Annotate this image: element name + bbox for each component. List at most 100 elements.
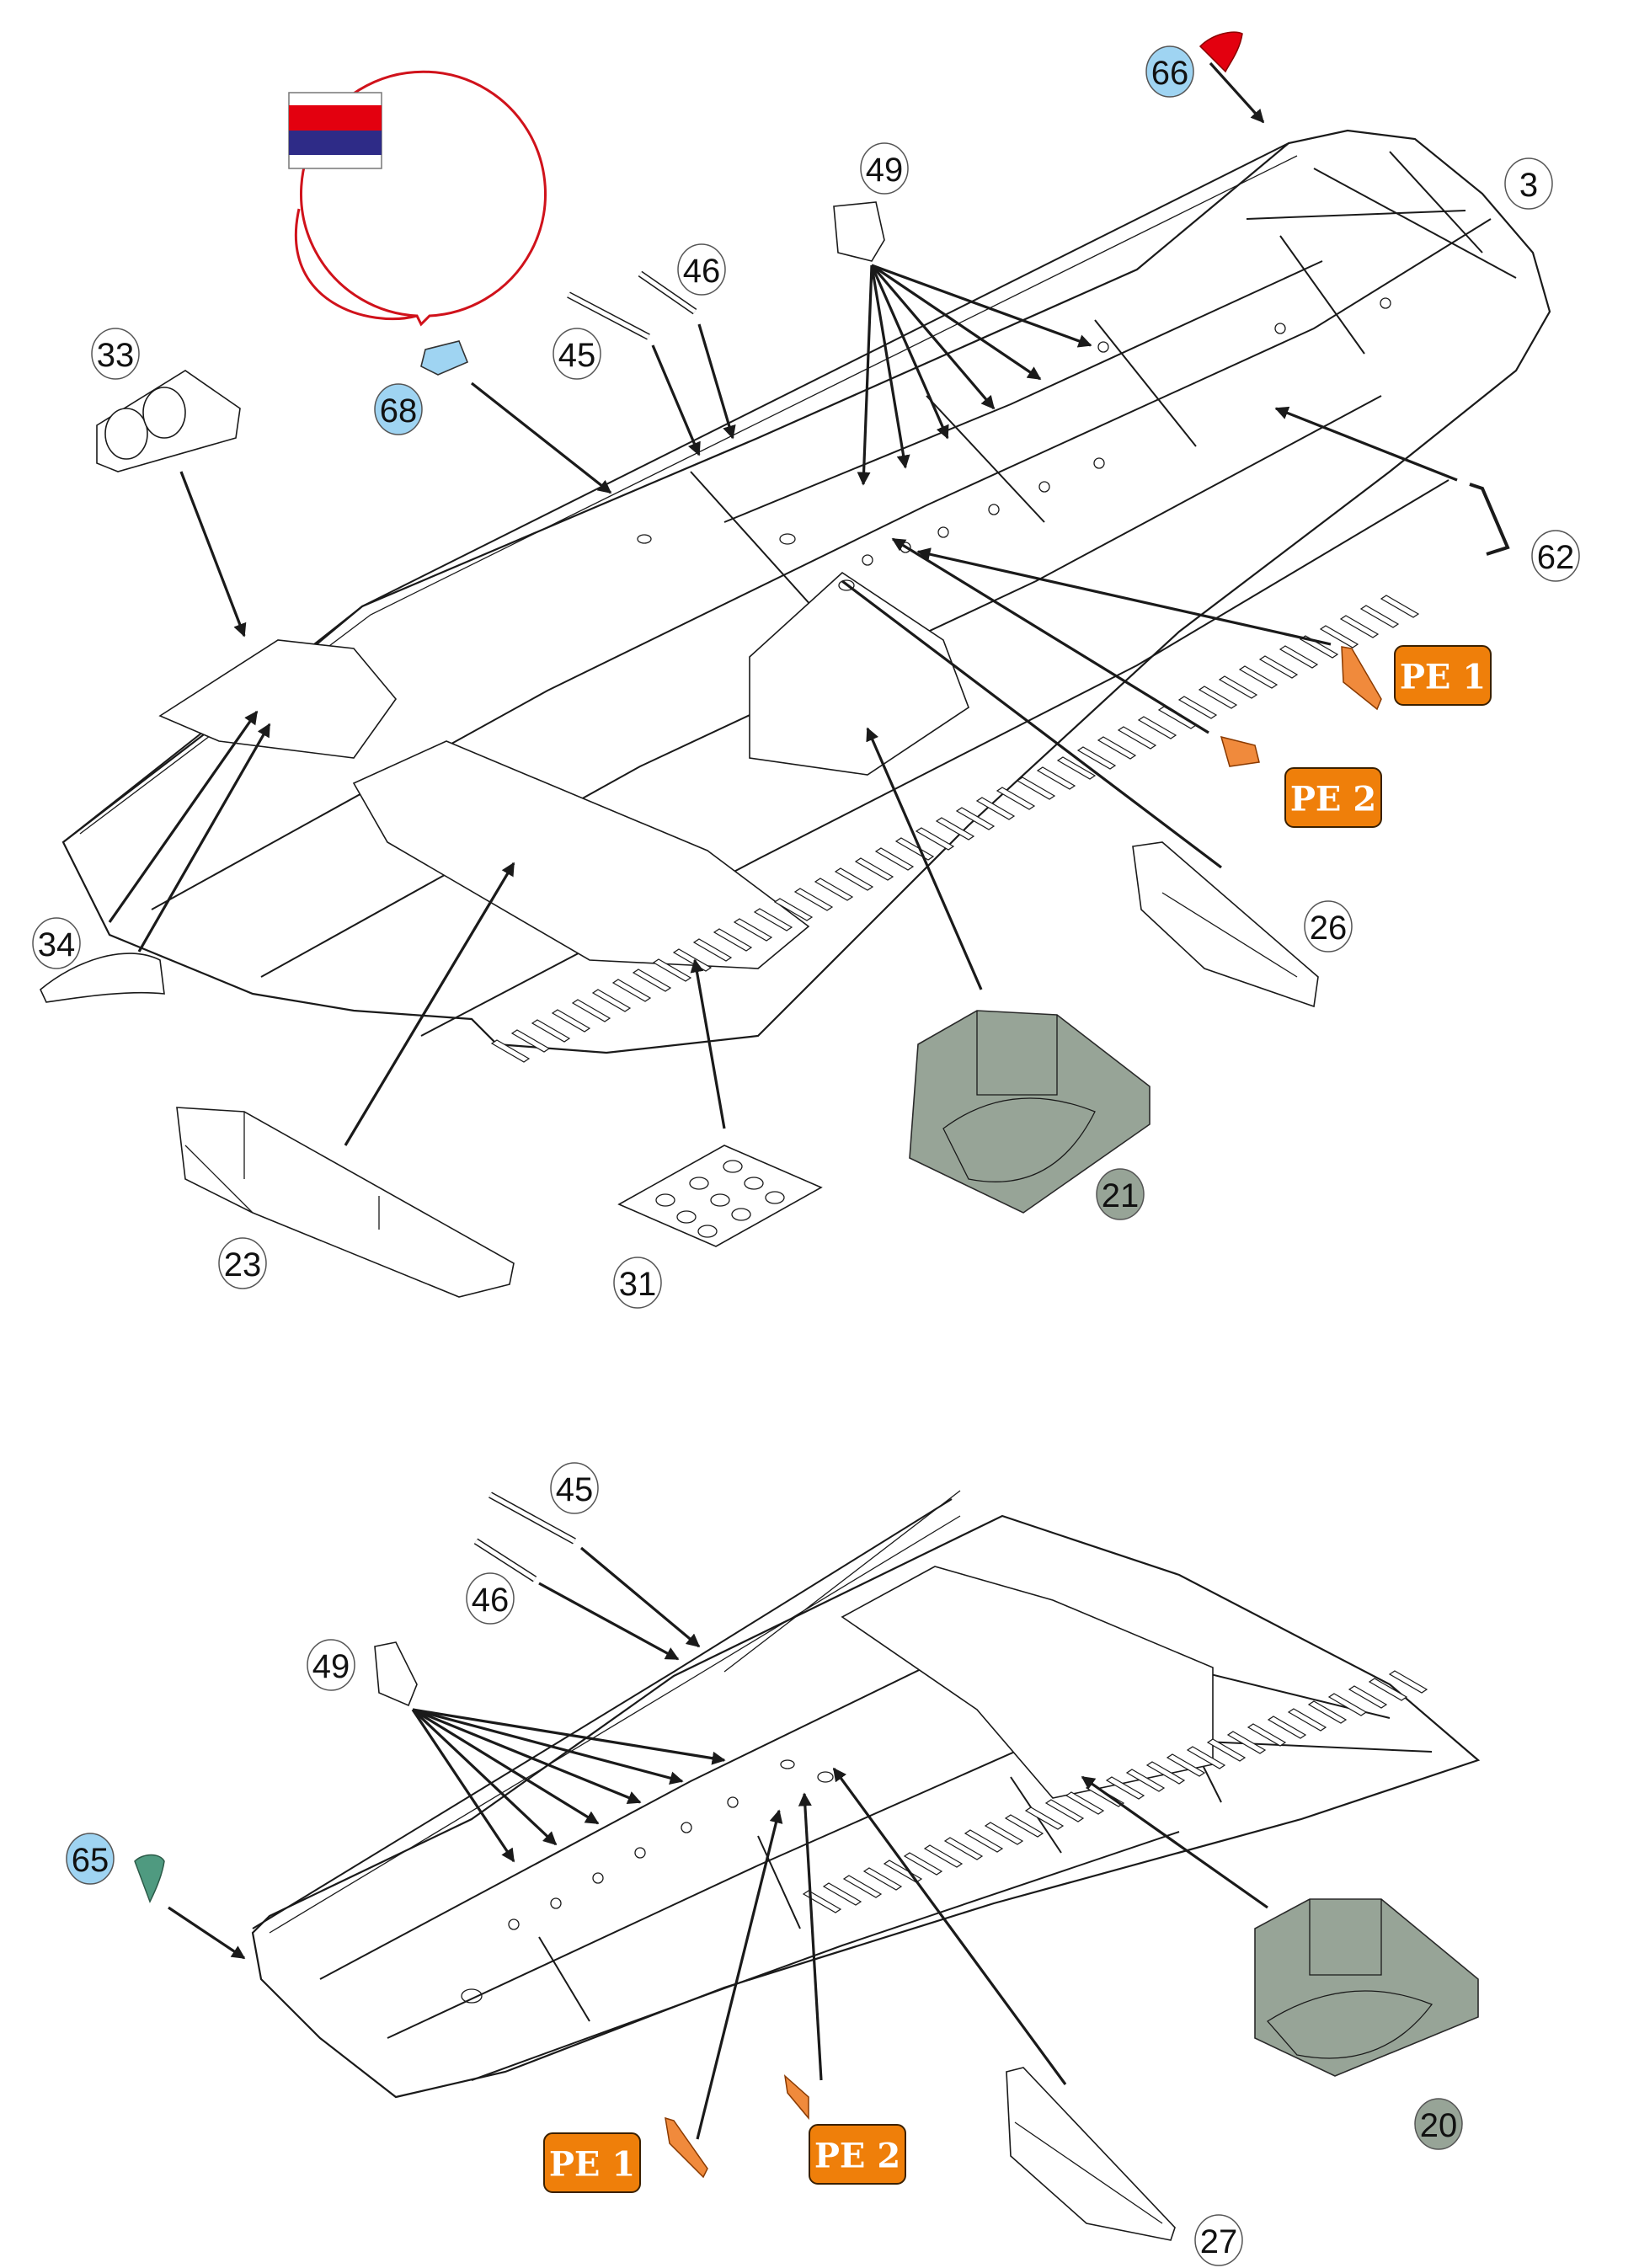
callout-number: 23 — [224, 1246, 262, 1283]
vent-slat — [1327, 1693, 1368, 1716]
pe-badge-pe1: PE 1 — [1394, 645, 1492, 706]
part-68-clear-lens — [420, 340, 469, 376]
vent-slat — [551, 1009, 591, 1033]
vent-slat — [1036, 766, 1076, 790]
callout-34: 34 — [32, 917, 81, 969]
vent-slat — [822, 1882, 862, 1906]
callout-circle — [550, 1462, 599, 1514]
callout-circle — [32, 917, 81, 969]
vent-slat — [975, 797, 1016, 820]
vent-slat — [1186, 1746, 1226, 1769]
vent-slat — [793, 888, 834, 911]
callout-number: 68 — [380, 392, 418, 430]
arrow-34b — [108, 710, 259, 923]
pe-badge-pe1b: PE 1 — [543, 2132, 641, 2193]
arrow-23 — [344, 862, 515, 1146]
arrow-68 — [471, 382, 612, 494]
part-45-rod-bottom — [488, 1492, 576, 1545]
vent-slat — [1307, 1700, 1348, 1724]
part-31-plate — [617, 1145, 823, 1247]
vent-slat — [510, 1029, 551, 1053]
vent-slat — [692, 938, 733, 962]
vent-slat — [842, 1875, 883, 1898]
vent-slat — [915, 827, 955, 851]
callout-circle — [218, 1237, 267, 1289]
callout-number: 26 — [1310, 910, 1348, 947]
arrow-66 — [1209, 61, 1265, 124]
vent-slat — [571, 999, 611, 1022]
vent-slat — [802, 1890, 842, 1913]
vent-slat — [1065, 1791, 1105, 1815]
vent-slat — [894, 837, 935, 861]
callout-66: 66 — [1145, 45, 1194, 98]
vent-slat — [611, 979, 652, 1002]
part-49-bulge-bottom — [374, 1641, 418, 1707]
callout-circle — [553, 328, 601, 380]
vent-slat — [753, 908, 793, 931]
callout-circle — [1145, 45, 1194, 98]
callout-number: 45 — [556, 1471, 594, 1508]
callout-number: 3 — [1519, 167, 1538, 204]
vent-slat — [1368, 1678, 1408, 1701]
callout-number: 27 — [1200, 2223, 1238, 2260]
vent-slat — [1319, 625, 1359, 648]
vent-slat — [1206, 1738, 1247, 1762]
arrow-31 — [690, 958, 726, 1129]
part-49-bulge — [833, 201, 885, 262]
vent-slat — [1044, 1799, 1085, 1822]
callout-circle — [1096, 1168, 1145, 1220]
vent-slat — [1056, 756, 1097, 780]
callout-circle — [307, 1639, 355, 1691]
arrow-pe1-bottom — [696, 1809, 783, 2140]
part-21-gun-bay — [909, 1010, 1151, 1214]
top-gun-bay-bulge — [749, 571, 969, 776]
callout-62: 62 — [1531, 530, 1580, 582]
arrow-33 — [179, 471, 247, 638]
callout-circle — [860, 142, 909, 195]
bottom-wing-assembly — [251, 1490, 1481, 2099]
vent-slat — [923, 1844, 964, 1868]
callout-49: 49 — [860, 142, 909, 195]
callout-circle — [1194, 2214, 1243, 2266]
callout-number: 46 — [683, 253, 721, 290]
callout-number: 33 — [97, 337, 135, 374]
vent-slat — [1166, 1753, 1206, 1777]
vent-slat — [854, 857, 894, 881]
vent-slat — [773, 898, 814, 921]
pe1-part — [1341, 646, 1382, 711]
vent-slat — [1218, 675, 1258, 699]
callout-21: 21 — [1096, 1168, 1145, 1220]
vent-slat — [1145, 1761, 1186, 1785]
vent-slat — [1024, 1806, 1065, 1830]
vent-slat — [1339, 615, 1380, 638]
part-20-gun-bay — [1254, 1898, 1479, 2077]
arrow-20 — [1081, 1775, 1268, 1909]
callout-20: 20 — [1414, 2098, 1463, 2150]
vent-slat — [996, 787, 1036, 810]
callout-circle — [91, 328, 140, 380]
callout-46: 46 — [677, 243, 726, 296]
part-66-nav-light-red — [1199, 31, 1243, 73]
vent-slat — [1226, 1731, 1267, 1754]
vent-slat — [1279, 645, 1319, 669]
vent-slat — [1097, 736, 1137, 760]
pe1-part-bottom — [665, 2116, 708, 2179]
callout-23: 23 — [218, 1237, 267, 1289]
callout-number: 62 — [1537, 539, 1575, 576]
vent-slat — [1157, 706, 1198, 729]
vent-slat — [1177, 696, 1218, 719]
arrows-49 — [857, 264, 1092, 486]
arrow-45 — [651, 344, 701, 456]
vent-slat — [984, 1822, 1024, 1845]
vent-slat — [1137, 716, 1177, 739]
callout-circle — [374, 383, 423, 435]
callout-circle — [1414, 2098, 1463, 2150]
vent-slat — [531, 1019, 571, 1043]
vent-slat — [733, 918, 773, 942]
arrow-21 — [866, 727, 983, 990]
vent-slat — [1004, 1814, 1044, 1838]
part-23-radiator-housing — [176, 1107, 515, 1298]
callout-68: 68 — [374, 383, 423, 435]
vent-slat — [964, 1829, 1004, 1853]
vent-slat — [1016, 776, 1056, 800]
